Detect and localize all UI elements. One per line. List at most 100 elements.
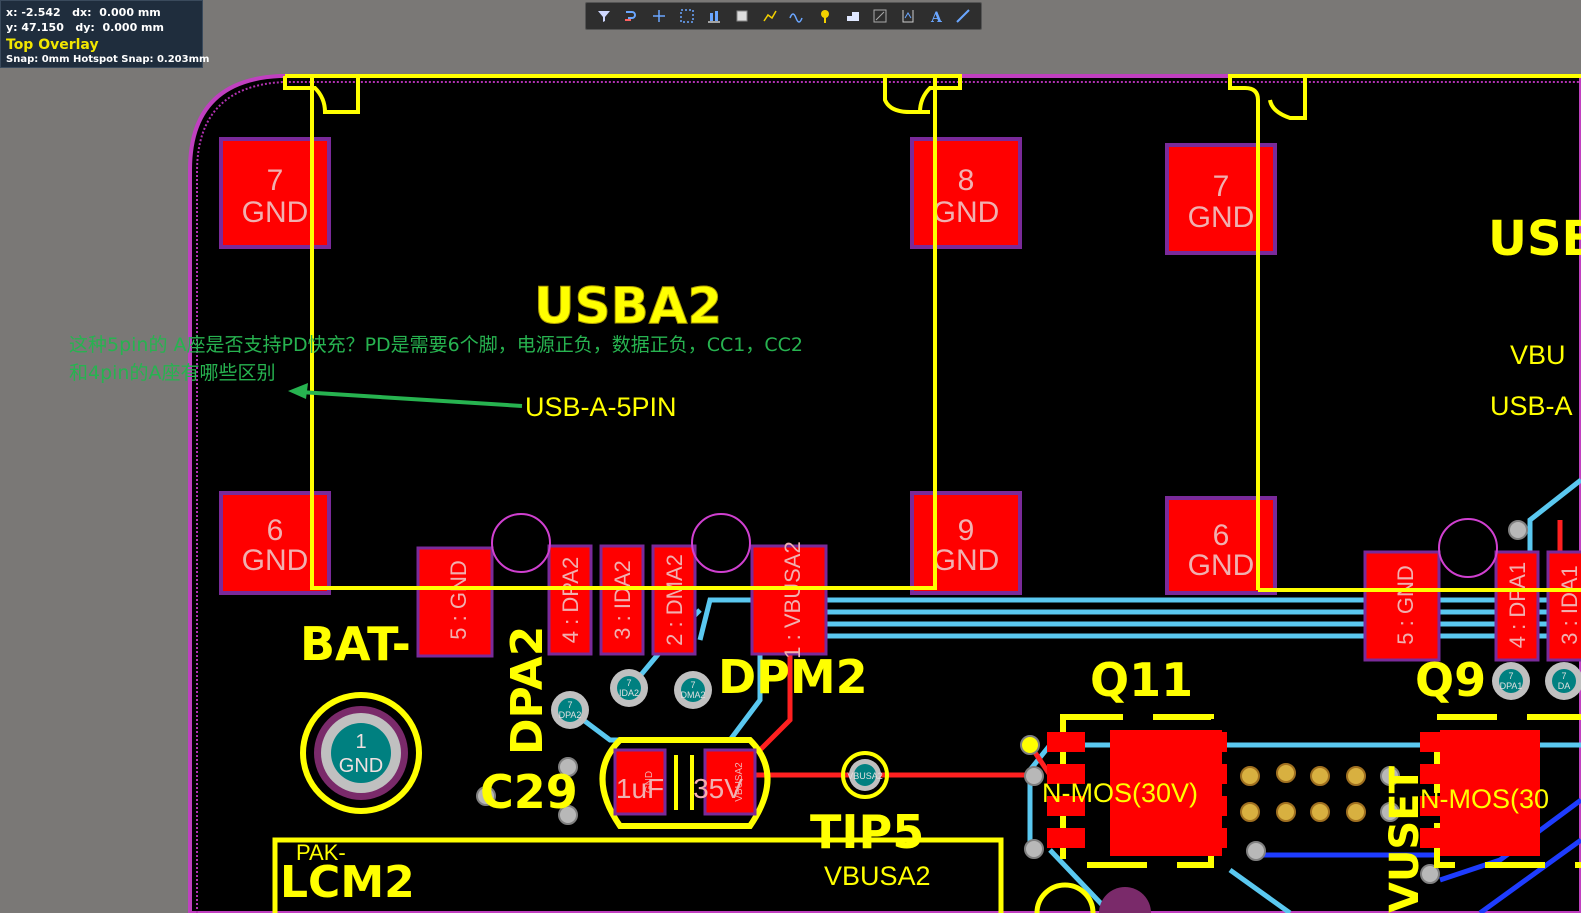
small-pad-label: 4 : DPA1 (1505, 562, 1530, 648)
svg-text:7: 7 (567, 700, 572, 710)
pad-net: GND (933, 196, 1000, 229)
component-icon[interactable] (731, 5, 753, 27)
silkscreen-labels: USBA2 USB BAT- DPA2 DPM2 C29 TIP5 LCM2 Q… (280, 211, 1581, 913)
bat-pad: 1 GND (300, 692, 422, 814)
select-rectangle-icon[interactable] (676, 5, 698, 27)
coordinate-hud: x: -2.542 dx: 0.000 mm y: 47.150 dy: 0.0… (0, 0, 209, 68)
mount-holes (491, 513, 1498, 578)
svg-text:C29: C29 (480, 765, 578, 819)
svg-text:N-MOS(30V): N-MOS(30V) (1042, 778, 1198, 808)
annotation-line1: 这种5pin的 A座是否支持PD快充？PD是需要6个脚，电源正负，数据正负，CC… (69, 334, 804, 356)
svg-text:VUSET: VUSET (1382, 765, 1428, 913)
svg-text:USB-A: USB-A (1490, 391, 1573, 421)
small-pad-label: 1 : VBUSA2 (780, 541, 805, 658)
pad-num: 9 (958, 514, 975, 547)
svg-text:7: 7 (1561, 671, 1566, 681)
text-icon[interactable]: A (925, 5, 947, 27)
svg-text:TIP5: TIP5 (810, 805, 924, 859)
svg-text:35V: 35V (693, 773, 743, 804)
svg-text:N-MOS(30: N-MOS(30 (1420, 784, 1549, 814)
q9-mosfet (1420, 714, 1581, 868)
board-edge-hatch (196, 81, 1581, 913)
svg-text:GND: GND (339, 755, 383, 777)
svg-text:IDA2: IDA2 (619, 688, 639, 698)
pad-num: 6 (267, 514, 284, 547)
annotation-arrow (288, 383, 523, 408)
svg-text:LCM2: LCM2 (280, 857, 415, 908)
bottom-blue-tracks (1250, 797, 1581, 913)
svg-text:DPM2: DPM2 (718, 650, 868, 704)
pad-num: 6 (1213, 519, 1230, 552)
svg-text:7: 7 (626, 678, 631, 688)
cross-probe-icon[interactable] (648, 5, 670, 27)
svg-text:DA: DA (1558, 681, 1571, 691)
svg-text:DPA2: DPA2 (502, 626, 553, 755)
hud-snap-info: Snap: 0mm Hotspot Snap: 0.203mm (6, 54, 210, 65)
pad-num: 7 (267, 164, 284, 197)
svg-text:1: 1 (355, 731, 366, 753)
polygon-icon[interactable] (842, 5, 864, 27)
small-pad-label: 5 : GND (446, 560, 471, 639)
svg-text:Q9: Q9 (1415, 653, 1486, 707)
keepout-icon[interactable] (869, 5, 891, 27)
svg-text:GND: GND (644, 771, 655, 793)
bottom-parts (1034, 882, 1151, 913)
small-pad-label: 4 : DPA2 (558, 557, 583, 643)
small-pad-label: 5 : GND (1393, 565, 1418, 644)
hud-layer-name: Top Overlay (6, 37, 99, 53)
svg-text:VBU: VBU (1510, 340, 1566, 370)
c29-capacitor: 1uF 35V GND VBUSA2 (599, 737, 771, 829)
route-interactive-icon[interactable] (620, 5, 642, 27)
overlay-text: USB-A-5PIN USB-A VBU VBUSA2 PAK- N-MOS(3… (296, 340, 1573, 891)
svg-text:DMA2: DMA2 (680, 690, 705, 700)
svg-text:PAK-: PAK- (296, 840, 346, 865)
pad-net: GND (1188, 201, 1255, 234)
active-bar-toolbar: A (585, 2, 982, 30)
small-pad-label: 2 : DMA2 (662, 554, 687, 646)
small-vias (476, 520, 1528, 884)
svg-text:1uF: 1uF (616, 773, 664, 804)
pad-num: 8 (958, 164, 975, 197)
svg-text:USB-A-5PIN: USB-A-5PIN (525, 392, 677, 422)
diff-pair-icon[interactable] (786, 5, 808, 27)
line-icon[interactable] (952, 5, 974, 27)
board-outline (188, 74, 1581, 913)
big-pad-labels: 7 GND 8 GND 7 GND 6 GND 9 GND 6 GND (242, 164, 1255, 582)
filter-icon[interactable] (593, 5, 615, 27)
svg-text:DPA2: DPA2 (559, 710, 582, 720)
pad-num: 7 (1213, 170, 1230, 203)
svg-text:Q11: Q11 (1090, 653, 1193, 707)
svg-text:USB: USB (1488, 211, 1581, 267)
align-icon[interactable] (703, 5, 725, 27)
svg-text:VBUSA2: VBUSA2 (824, 861, 931, 891)
pad-net: GND (242, 196, 309, 229)
usba2-overlay (283, 74, 1581, 592)
svg-text:VBUSA2: VBUSA2 (734, 762, 745, 802)
hud-x-readout: x: -2.542 dx: 0.000 mm (6, 6, 161, 19)
annotation-line2: 和4pin的A座有哪些区别 (69, 362, 276, 384)
pad-net: GND (242, 544, 309, 577)
via-array (1240, 763, 1366, 822)
svg-text:7: 7 (690, 680, 695, 690)
pad-net: GND (1188, 549, 1255, 582)
pad-net: GND (933, 544, 1000, 577)
svg-text:BAT-: BAT- (300, 617, 411, 671)
polyline-icon[interactable] (759, 5, 781, 27)
svg-text:USBA2: USBA2 (534, 277, 722, 335)
lcm2-outline (272, 837, 1004, 913)
small-pad-label: 3 : IDA2 (610, 560, 635, 639)
q11-mosfet (1047, 714, 1227, 868)
vias (551, 662, 1581, 799)
hud-y-readout: y: 47.150 dy: 0.000 mm (6, 21, 164, 34)
svg-text:A: A (930, 10, 943, 24)
svg-text:7: 7 (1508, 671, 1513, 681)
via-icon[interactable] (814, 5, 836, 27)
svg-text:VBUSA2: VBUSA2 (847, 771, 883, 781)
annotation-note: 这种5pin的 A座是否支持PD快充？PD是需要6个脚，电源正负，数据正负，CC… (69, 331, 803, 387)
svg-text:DPA1: DPA1 (1500, 681, 1523, 691)
dimension-icon[interactable] (897, 5, 919, 27)
small-pad-labels: 5 : GND 4 : DPA2 3 : IDA2 2 : DMA2 1 : V… (446, 541, 1581, 658)
small-pads (416, 544, 1581, 662)
